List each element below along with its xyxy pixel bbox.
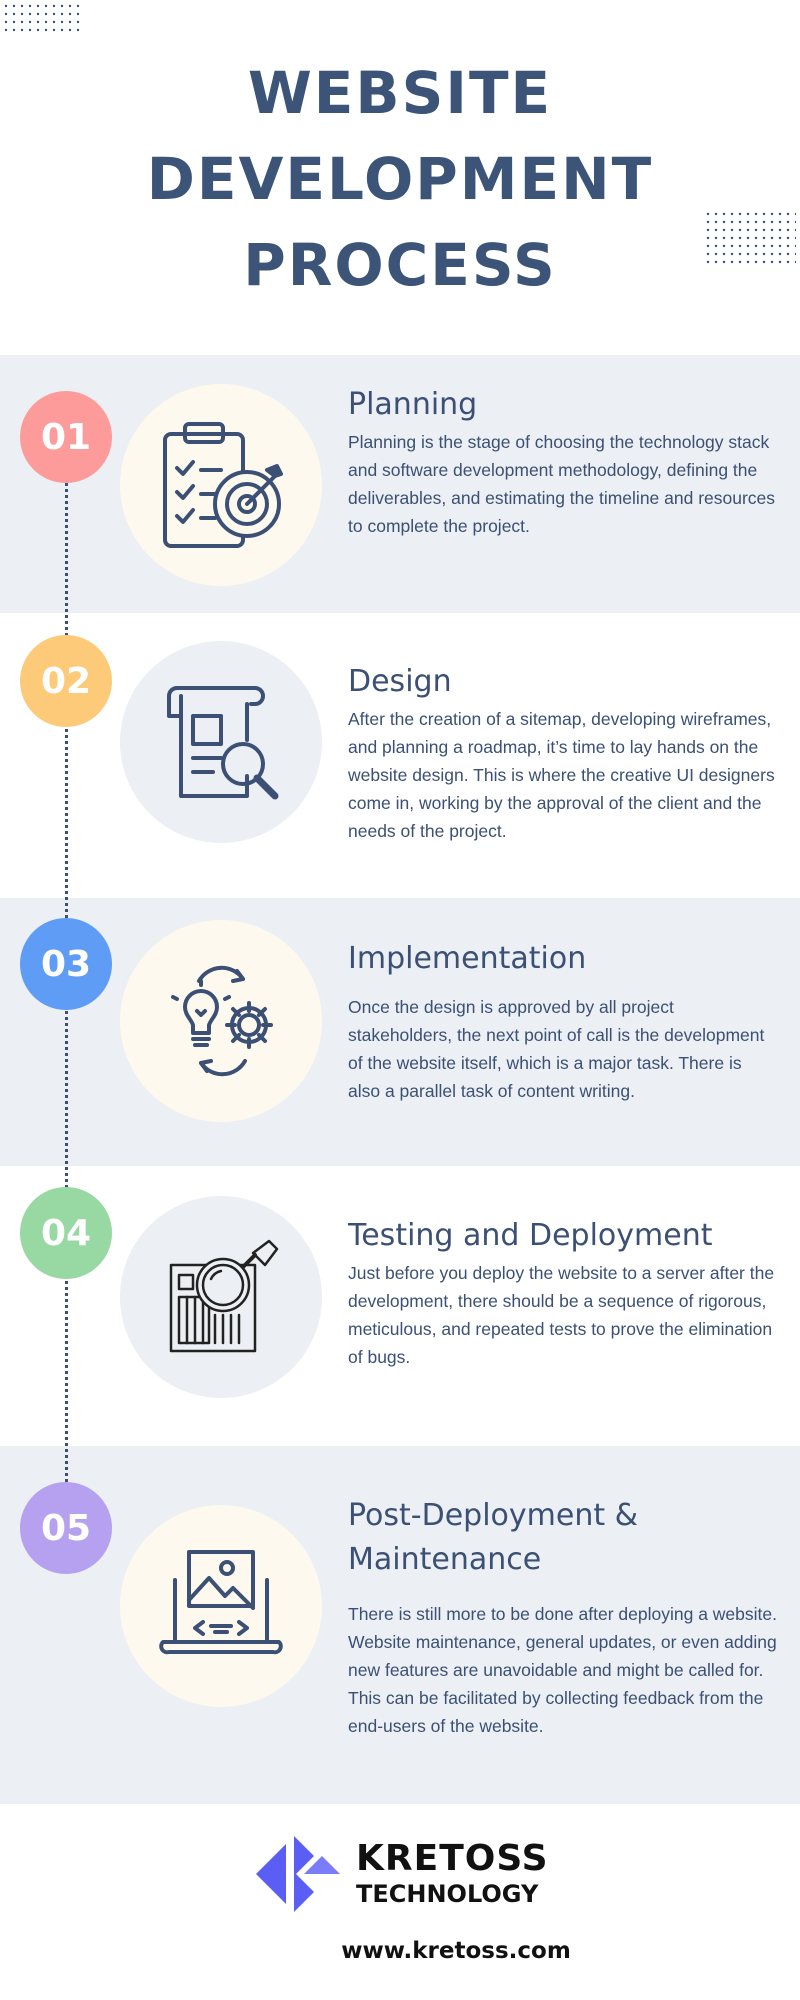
magnifier-report-icon bbox=[169, 1239, 279, 1353]
step-icon-circle bbox=[120, 920, 322, 1122]
page-title: WEBSITE DEVELOPMENT PROCESS bbox=[0, 50, 800, 308]
step-description: There is still more to be done after dep… bbox=[348, 1604, 777, 1736]
website-url: www.kretoss.com bbox=[341, 1938, 571, 1964]
step-number-badge: 05 bbox=[20, 1482, 112, 1574]
step-number-badge: 02 bbox=[20, 635, 112, 727]
step-title: Testing and Deployment bbox=[348, 1218, 713, 1253]
dot-grid-right bbox=[706, 212, 796, 264]
step-description: Once the design is approved by all proje… bbox=[348, 997, 765, 1101]
step-description: Planning is the stage of choosing the te… bbox=[348, 432, 776, 536]
kretoss-logo-icon bbox=[256, 1836, 340, 1912]
bulb-gear-icon bbox=[171, 965, 273, 1077]
step-icon-circle bbox=[120, 1505, 322, 1707]
step-icon-circle bbox=[120, 641, 322, 843]
step-title: Design bbox=[348, 664, 452, 699]
step-number-badge: 03 bbox=[20, 918, 112, 1010]
title-line-2: DEVELOPMENT bbox=[146, 145, 654, 213]
step-number-badge: 04 bbox=[20, 1187, 112, 1279]
step-number-badge: 01 bbox=[20, 391, 112, 483]
brand-subtitle: TECHNOLOGY bbox=[356, 1880, 539, 1908]
step-icon-circle bbox=[120, 384, 322, 586]
title-line-1: WEBSITE bbox=[247, 59, 553, 127]
dot-grid-top-left bbox=[4, 4, 84, 34]
clipboard-target-icon bbox=[163, 422, 283, 548]
laptop-image-icon bbox=[159, 1550, 283, 1655]
document-magnifier-icon bbox=[167, 686, 279, 800]
step-description: After the creation of a sitemap, develop… bbox=[348, 709, 775, 841]
step-title: Post-Deployment & Maintenance bbox=[348, 1498, 639, 1577]
step-title: Implementation bbox=[348, 941, 587, 976]
title-line-3: PROCESS bbox=[243, 231, 557, 299]
step-title: Planning bbox=[348, 387, 478, 422]
brand-name: KRETOSS bbox=[356, 1838, 549, 1879]
brand-logo: KRETOSS TECHNOLOGY bbox=[256, 1832, 576, 1912]
step-description: Just before you deploy the website to a … bbox=[348, 1263, 775, 1367]
step-icon-circle bbox=[120, 1196, 322, 1398]
